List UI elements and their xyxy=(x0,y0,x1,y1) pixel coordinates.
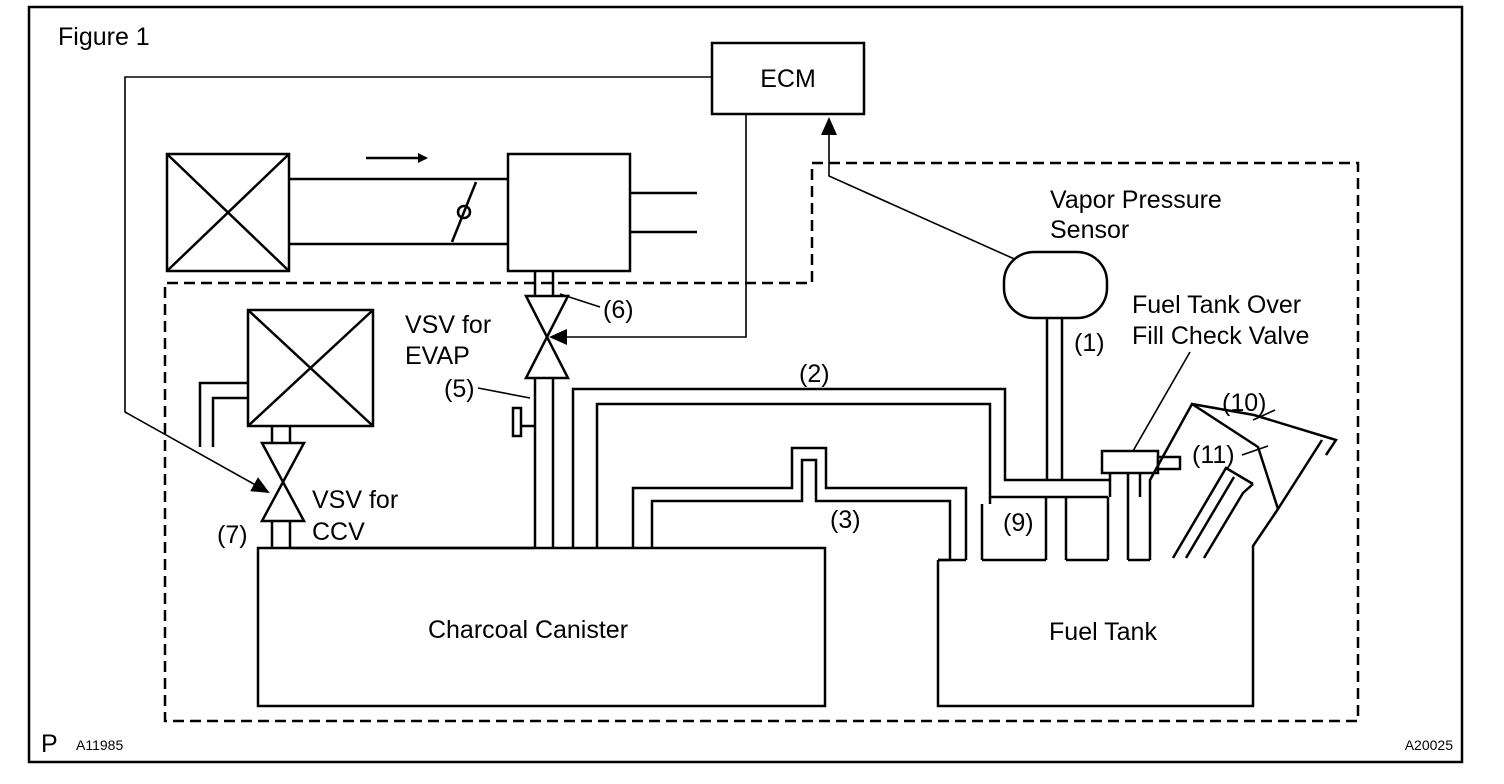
footer-mark: P xyxy=(41,730,58,758)
callout-2: (2) xyxy=(799,360,830,388)
vapor-pressure-sensor xyxy=(1002,250,1109,480)
ccv-air-filter xyxy=(246,308,375,428)
fuel-tank-label: Fuel Tank xyxy=(1049,618,1157,646)
vsv-evap-label-2: EVAP xyxy=(405,342,470,370)
vapor-pressure-sensor-label-2: Sensor xyxy=(1050,216,1129,244)
vent-pipe-outer xyxy=(198,381,248,447)
vapor-pressure-sensor-label-1: Vapor Pressure xyxy=(1050,186,1222,214)
callout-3: (3) xyxy=(830,506,861,534)
callout-11: (11) xyxy=(1192,441,1235,469)
air-cleaner xyxy=(165,152,291,273)
footer-right-code: A20025 xyxy=(1405,737,1453,753)
callout-7: (7) xyxy=(217,521,248,549)
charcoal-canister: Charcoal Canister xyxy=(256,546,827,708)
vsv-evap-valve xyxy=(523,294,571,380)
vsv-ccv-label-2: CCV xyxy=(312,518,365,546)
callout-5-leader xyxy=(477,387,531,399)
check-valve-label-2: Fill Check Valve xyxy=(1132,322,1309,350)
sensor-to-ecm-signal-line xyxy=(821,117,1031,267)
callout-1: (1) xyxy=(1074,329,1105,357)
vsv-evap-label-1: VSV for xyxy=(405,311,491,339)
intake-manifold xyxy=(506,152,697,273)
over-fill-check-valve xyxy=(1100,351,1191,560)
callout-6: (6) xyxy=(603,296,634,324)
vsv-ccv-valve xyxy=(259,441,307,523)
ecm-to-evap-signal-line xyxy=(549,114,747,345)
callout-5: (5) xyxy=(444,375,475,403)
callout-6-leader xyxy=(559,293,601,308)
footer-left-code: A11985 xyxy=(76,737,123,753)
charcoal-canister-label: Charcoal Canister xyxy=(428,616,628,644)
ecm-label: ECM xyxy=(760,65,816,93)
throttle-valve-icon xyxy=(450,181,478,243)
figure-border xyxy=(27,5,1464,764)
pipe-2-outer xyxy=(571,387,1110,548)
vsv-ccv-label-1: VSV for xyxy=(312,486,398,514)
fuel-tank: Fuel Tank xyxy=(936,508,1280,708)
vent-pipe-inner xyxy=(211,396,248,447)
callout-10: (10) xyxy=(1222,389,1266,417)
ecm-unit: ECM xyxy=(710,41,866,116)
check-valve-label-1: Fuel Tank Over xyxy=(1132,291,1301,319)
evap-system-boundary xyxy=(163,161,1360,723)
pipe-3 xyxy=(631,446,968,560)
filler-neck xyxy=(1148,402,1338,560)
ecm-to-ccv-signal-line xyxy=(124,76,712,493)
callout-9: (9) xyxy=(1003,509,1034,537)
pipe-2-inner xyxy=(595,402,1108,548)
figure-title: Figure 1 xyxy=(58,23,150,51)
port-5 xyxy=(511,406,535,438)
